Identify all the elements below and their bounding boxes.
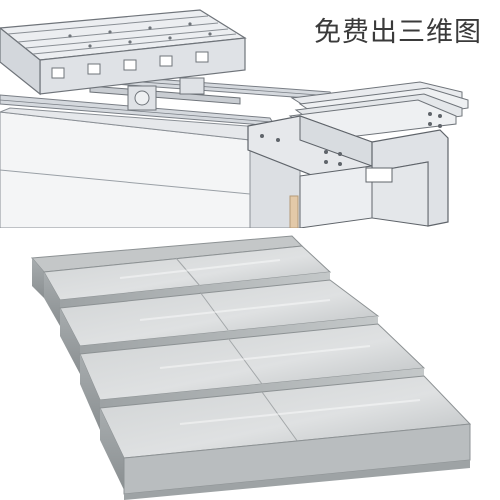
page-title: 免费出三维图 [314,17,482,48]
cad-render-panel: 免费出三维图 [0,0,500,228]
ball-screw [89,77,241,111]
surface-highlights [119,259,421,425]
cover-section-3 [59,279,380,374]
steel-way-cover [30,235,472,500]
cover-section-2 [43,245,332,326]
product-photo-panel [0,228,500,500]
cover-section-5 [99,375,472,500]
support-stand [299,112,449,228]
t-slot-table [0,9,247,96]
cover-section-4 [79,323,426,430]
cad-telescopic-cover [247,81,469,177]
cad-render [0,9,469,228]
